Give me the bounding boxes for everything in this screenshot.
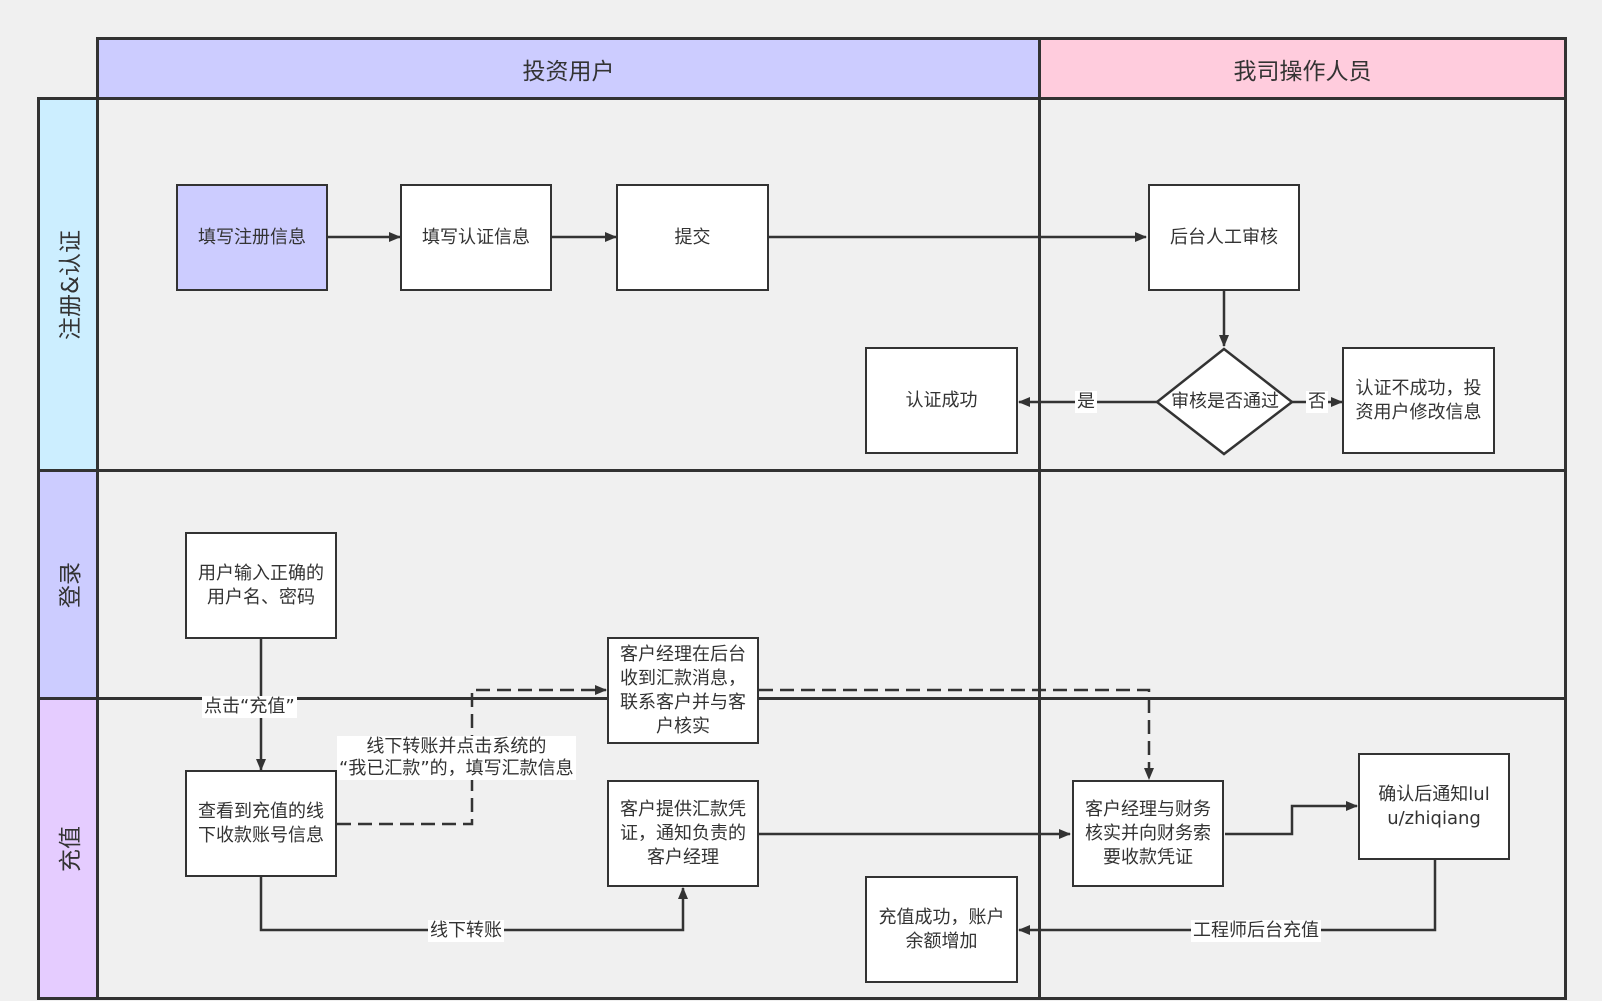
decision-diamond-shape <box>1154 347 1295 456</box>
edge-label-no: 否 <box>1306 391 1328 413</box>
edge-label-engineer-recharge: 工程师后台充值 <box>1191 920 1321 942</box>
node-review-pass-decision[interactable]: 审核是否通过 <box>1171 391 1279 412</box>
node-auth-success[interactable]: 认证成功 <box>865 347 1018 454</box>
edge-finance-to-confirm <box>1225 801 1358 836</box>
node-manager-finance-verify[interactable]: 客户经理与财务核实并向财务索要收款凭证 <box>1072 780 1224 887</box>
edge-label-transfer-click: 线下转账并点击系统的 “我已汇款”的，填写汇款信息 <box>337 736 576 780</box>
node-submit[interactable]: 提交 <box>616 184 769 291</box>
node-manager-receive[interactable]: 客户经理在后台收到汇款消息，联系客户并与客户核实 <box>607 637 759 744</box>
node-fill-auth-info[interactable]: 填写认证信息 <box>400 184 552 291</box>
node-manual-review[interactable]: 后台人工审核 <box>1148 184 1300 291</box>
node-confirm-notify[interactable]: 确认后通知lulu/zhiqiang <box>1358 753 1510 860</box>
row-header-login: 登录 <box>37 469 99 700</box>
node-customer-voucher[interactable]: 客户提供汇款凭证，通知负责的客户经理 <box>607 780 759 887</box>
edge-manager-to-finance-dashed <box>759 688 1154 780</box>
node-auth-fail[interactable]: 认证不成功，投资用户修改信息 <box>1342 347 1495 454</box>
edge-label-offline-transfer: 线下转账 <box>428 920 504 942</box>
column-header-operator: 我司操作人员 <box>1038 37 1567 100</box>
edge-confirm-to-success <box>1018 860 1437 935</box>
node-recharge-success[interactable]: 充值成功，账户余额增加 <box>865 876 1018 983</box>
node-view-offline-account[interactable]: 查看到充值的线下收款账号信息 <box>185 770 337 877</box>
node-login-input[interactable]: 用户输入正确的用户名、密码 <box>185 532 337 639</box>
edge-label-yes: 是 <box>1075 391 1097 413</box>
node-fill-register-info[interactable]: 填写注册信息 <box>176 184 328 291</box>
column-band-operator <box>1038 97 1567 1000</box>
edge-label-click-recharge: 点击“充值” <box>202 696 297 718</box>
column-header-investor: 投资用户 <box>96 37 1041 100</box>
row-header-recharge: 充值 <box>37 697 99 1000</box>
